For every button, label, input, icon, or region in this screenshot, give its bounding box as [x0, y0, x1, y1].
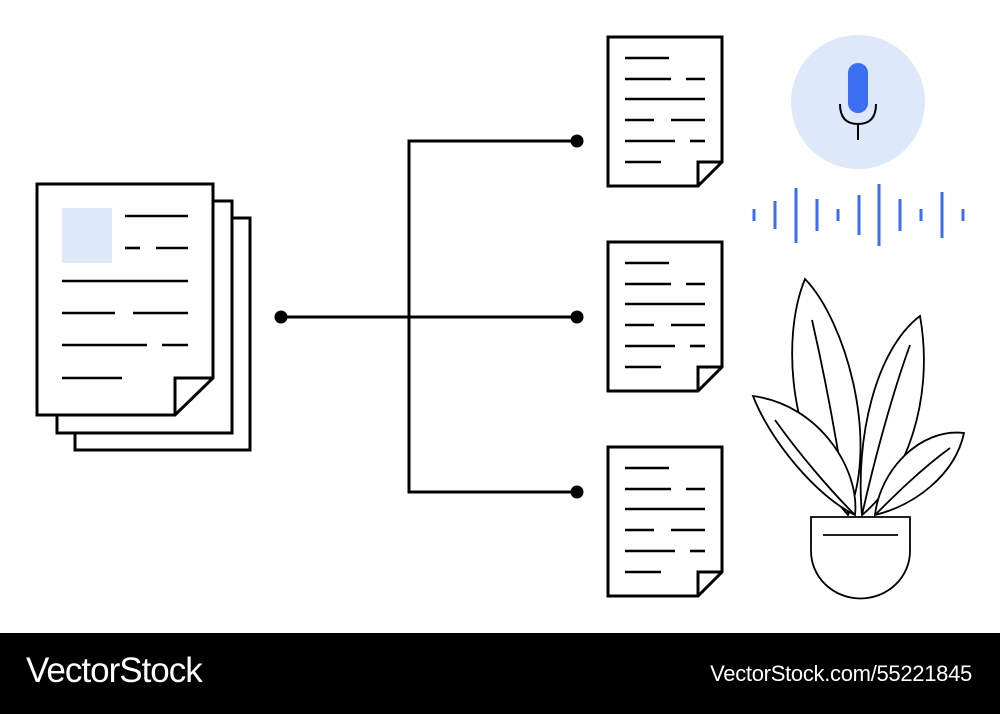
- illustration: [35, 35, 966, 600]
- document-icon: [606, 35, 724, 188]
- vectorstock-logo: VectorStock: [26, 651, 203, 690]
- document-icon: [606, 445, 724, 598]
- connector-dot-bottom: [570, 485, 584, 499]
- footer-bar: VectorStock VectorStock.com/55221845: [0, 633, 1000, 714]
- connector-tree: [281, 139, 577, 494]
- document-icon: [606, 240, 724, 393]
- connector-dot-source: [274, 310, 288, 324]
- connector-dot-middle: [570, 310, 584, 324]
- connector-dot-top: [570, 134, 584, 148]
- potted-plant-icon: [751, 277, 966, 600]
- document-stack-icon: [35, 182, 252, 452]
- sound-wave-icon: [752, 184, 965, 246]
- image-credit: VectorStock.com/55221845: [710, 661, 972, 686]
- microphone-icon: [791, 35, 925, 169]
